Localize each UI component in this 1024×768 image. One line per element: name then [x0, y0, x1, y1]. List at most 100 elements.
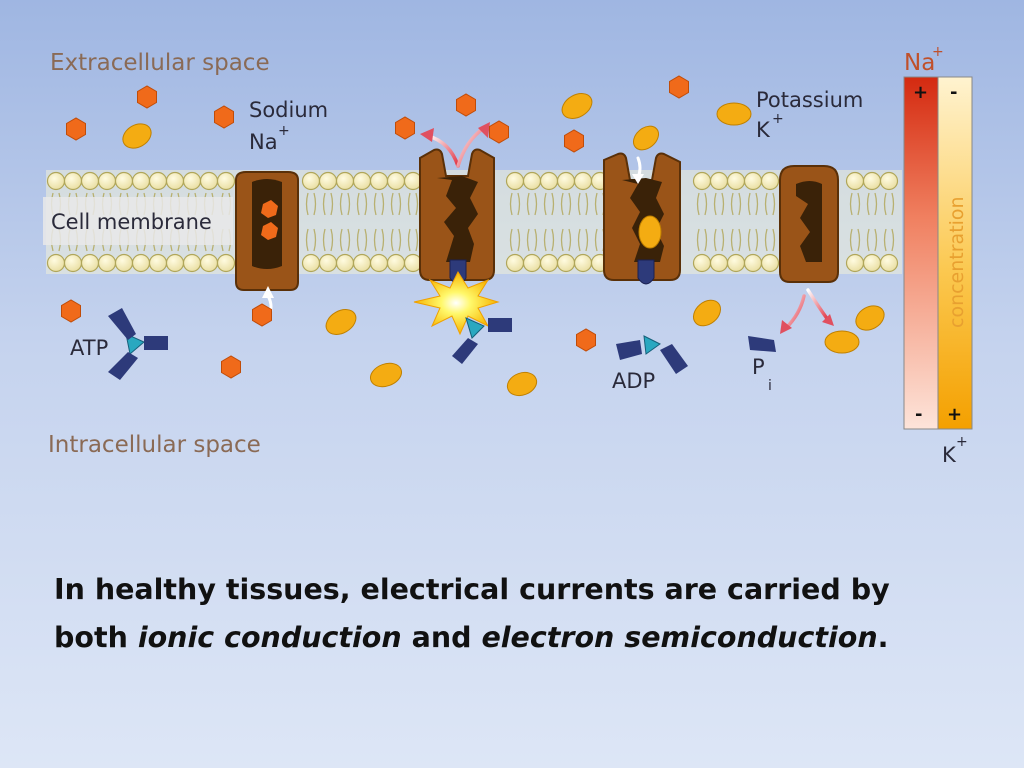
- lipid-tail: [390, 228, 394, 252]
- lipid-tail: [857, 192, 861, 216]
- lipid-tail: [509, 192, 513, 216]
- lipid-head: [692, 171, 712, 191]
- potassium-charge: +: [772, 111, 784, 127]
- phosphate-icon: [748, 336, 776, 352]
- lipid-tail: [764, 228, 768, 252]
- lipid-tail: [398, 228, 402, 252]
- lipid-tail: [747, 228, 751, 252]
- lipid-head: [879, 171, 899, 191]
- lipid-tail: [772, 192, 776, 216]
- lipid-tail: [322, 192, 326, 216]
- potassium-ions: [122, 93, 885, 397]
- k-low-sign: -: [950, 82, 957, 103]
- lipid-head: [148, 171, 168, 191]
- lipid-head: [539, 253, 559, 273]
- lipid-tail: [381, 192, 385, 216]
- lipid-tail: [347, 192, 351, 216]
- lipid-head: [131, 253, 151, 273]
- lipid-tail: [390, 192, 394, 216]
- lipid-head: [46, 253, 66, 273]
- lipid-head: [352, 253, 372, 273]
- lipid-tail: [551, 192, 555, 216]
- sodium-label: Sodium: [249, 98, 328, 122]
- sodium-ion: [61, 299, 81, 323]
- lipid-tail: [313, 228, 317, 252]
- lipid-tail: [585, 228, 589, 252]
- lipid-head: [760, 253, 780, 273]
- lipid-tail: [772, 228, 776, 252]
- lipid-tail: [594, 192, 598, 216]
- lipid-tail: [305, 228, 309, 252]
- lipid-tail: [560, 228, 564, 252]
- concentration-label: concentration: [946, 196, 968, 328]
- lipid-tail: [704, 228, 708, 252]
- potassium-ion: [325, 309, 357, 335]
- k-concentration-charge: +: [956, 434, 968, 450]
- sodium-ion: [66, 117, 86, 141]
- lipid-tail: [713, 228, 717, 252]
- lipid-head: [63, 253, 83, 273]
- lipid-head: [318, 253, 338, 273]
- sodium-ion: [214, 105, 234, 129]
- sodium-ion: [221, 355, 241, 379]
- lipid-head: [97, 171, 117, 191]
- lipid-tail: [883, 192, 887, 216]
- lipid-tail: [594, 228, 598, 252]
- pump-4: [779, 165, 839, 283]
- potassium-ion: [693, 299, 721, 327]
- lipid-head: [539, 171, 559, 191]
- lipid-tail: [305, 192, 309, 216]
- na-concentration-charge: +: [932, 44, 944, 60]
- na-gradient-bar: [903, 76, 939, 430]
- k-gradient-bar: [937, 76, 973, 430]
- lipid-head: [335, 253, 355, 273]
- lipid-tail: [534, 228, 538, 252]
- potassium-ion: [632, 125, 660, 151]
- lipid-tail: [755, 192, 759, 216]
- lipid-tail: [330, 192, 334, 216]
- lipid-head: [216, 171, 236, 191]
- potassium-ion: [716, 102, 752, 126]
- lipid-head: [318, 171, 338, 191]
- lipid-tail: [373, 228, 377, 252]
- lipid-tail: [585, 192, 589, 216]
- lipid-head: [760, 171, 780, 191]
- lipid-head: [709, 171, 729, 191]
- lipid-head: [182, 171, 202, 191]
- potassium-symbol: K: [756, 118, 771, 142]
- caption: In healthy tissues, electrical currents …: [54, 566, 954, 662]
- lipid-tail: [577, 192, 581, 216]
- lipid-head: [726, 171, 746, 191]
- lipid-head: [80, 171, 100, 191]
- lipid-tail: [857, 228, 861, 252]
- potassium-ion: [370, 362, 402, 388]
- lipid-head: [301, 171, 321, 191]
- lipid-tail: [347, 228, 351, 252]
- lipid-head: [726, 253, 746, 273]
- lipid-tail: [755, 228, 759, 252]
- lipid-head: [63, 171, 83, 191]
- lipid-tail: [866, 228, 870, 252]
- sodium-ion: [669, 75, 689, 99]
- lipid-tail: [883, 228, 887, 252]
- lipid-head: [114, 171, 134, 191]
- lipid-tail: [874, 228, 878, 252]
- lipid-tail: [696, 192, 700, 216]
- lipid-head: [522, 171, 542, 191]
- pump-2: [419, 148, 495, 285]
- cell-membrane-label-box: [43, 197, 233, 245]
- sodium-ion: [252, 303, 272, 327]
- lipid-tail: [891, 228, 895, 252]
- flux-arrows: [262, 122, 834, 334]
- lipid-tail: [764, 192, 768, 216]
- lipid-tail: [849, 228, 853, 252]
- potassium-ion: [506, 371, 538, 397]
- caption-period: .: [877, 621, 889, 654]
- lipid-tail: [891, 192, 895, 216]
- lipid-tail: [509, 228, 513, 252]
- lipid-tail: [526, 228, 530, 252]
- atp-molecule-2: [452, 317, 512, 364]
- intracellular-label: Intracellular space: [48, 432, 261, 458]
- lipid-tail: [526, 192, 530, 216]
- atp-molecule: [108, 308, 168, 380]
